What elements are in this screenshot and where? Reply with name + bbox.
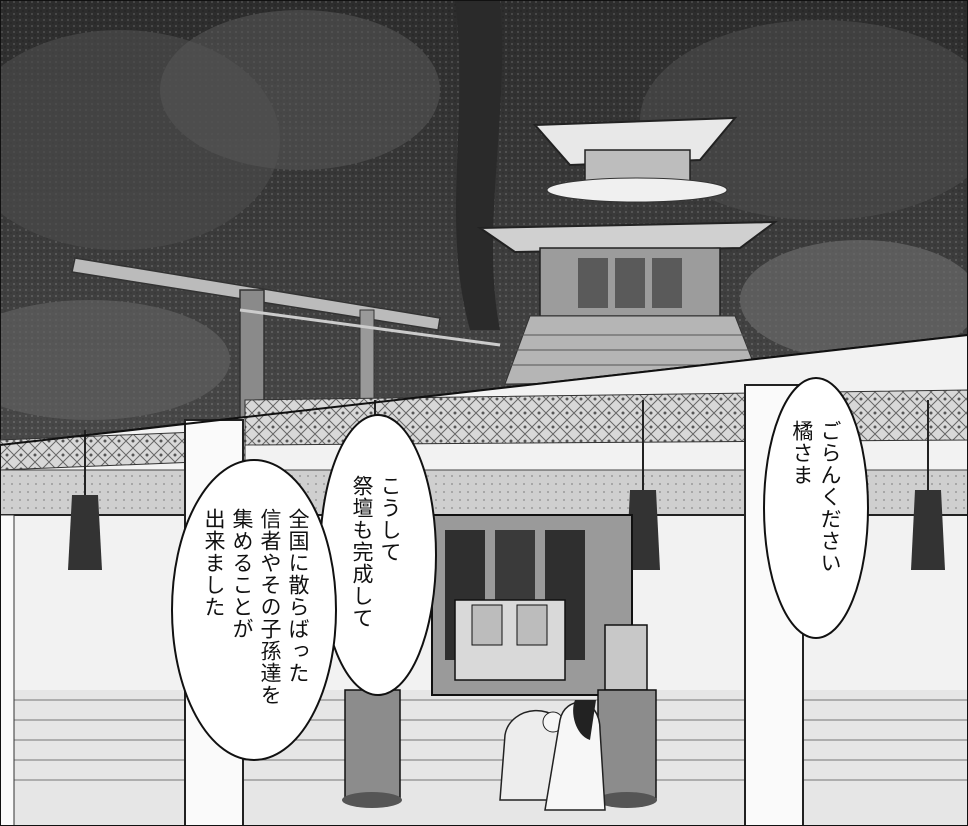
speech-line: 出来ました bbox=[202, 508, 226, 618]
tassel-decorations bbox=[68, 400, 945, 570]
kneeling-figures bbox=[499, 700, 606, 811]
pagoda-shrine bbox=[476, 116, 779, 385]
speech-bubble-right: ごらんください 橘さま bbox=[788, 420, 844, 574]
speech-line: 全国に散らばった bbox=[286, 508, 310, 684]
speech-line: こうして bbox=[378, 475, 402, 563]
altar bbox=[431, 514, 633, 696]
lantern-stands bbox=[342, 624, 657, 808]
night-shrine-panel bbox=[0, 0, 968, 447]
speech-line: ごらんください bbox=[818, 420, 842, 574]
speech-line: 祭壇も完成して bbox=[350, 475, 374, 629]
speech-line: 信者やその子孫達を bbox=[258, 508, 282, 706]
speech-bubble-left: 全国に散らばった 信者やその子孫達を 集めることが 出来ました bbox=[200, 508, 312, 706]
speech-line: 橘さま bbox=[790, 420, 814, 486]
speech-line: 集めることが bbox=[230, 508, 254, 640]
speech-bubble-shapes bbox=[171, 377, 869, 761]
speech-bubble-middle: こうして 祭壇も完成して bbox=[348, 475, 404, 629]
